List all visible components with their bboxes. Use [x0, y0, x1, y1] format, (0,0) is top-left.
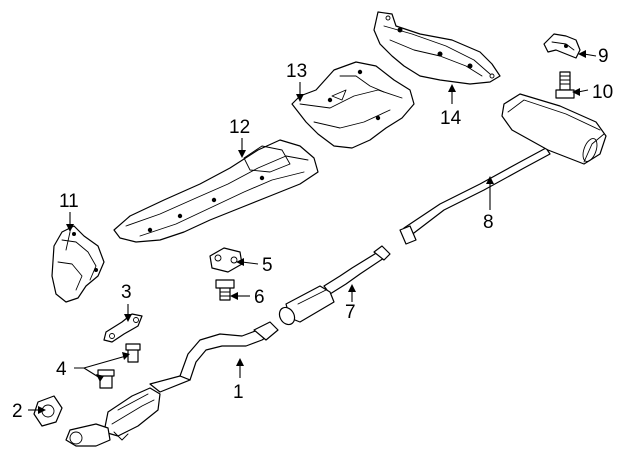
callout-14: 14	[440, 108, 462, 129]
callout-11: 11	[59, 191, 79, 212]
bolt-mid[interactable]	[215, 279, 235, 301]
callout-labels: 1 2 3 4 5 6 7 8 9 10 11 12 13 14	[12, 46, 613, 422]
callout-8: 8	[483, 212, 494, 233]
heat-shield-front[interactable]	[113, 139, 319, 243]
callout-13: 13	[286, 61, 307, 82]
callout-10: 10	[592, 82, 613, 103]
callout-4: 4	[56, 359, 67, 380]
muffler-tailpipe[interactable]	[399, 93, 607, 245]
callout-5: 5	[262, 255, 273, 276]
callout-9: 9	[598, 46, 609, 67]
gasket-plate[interactable]	[209, 247, 243, 273]
heat-shield-converter[interactable]	[51, 225, 105, 303]
gasket-front[interactable]	[33, 395, 63, 427]
callout-12: 12	[229, 117, 250, 138]
heat-shield-rear[interactable]	[373, 11, 501, 85]
callout-6: 6	[254, 287, 265, 308]
leader-lines	[28, 50, 597, 414]
bolts-converter[interactable]	[97, 343, 141, 389]
heat-shield-middle[interactable]	[291, 61, 415, 149]
callout-1: 1	[233, 382, 244, 403]
hanger-bracket[interactable]	[543, 33, 581, 59]
bolt-rear[interactable]	[555, 71, 575, 99]
callout-2: 2	[12, 401, 23, 422]
callout-7: 7	[345, 302, 356, 323]
callout-3: 3	[121, 282, 132, 303]
converter-bracket[interactable]	[103, 313, 143, 343]
resonator-pipe[interactable]	[276, 245, 391, 327]
front-pipe-catalytic-converter[interactable]	[65, 321, 279, 447]
